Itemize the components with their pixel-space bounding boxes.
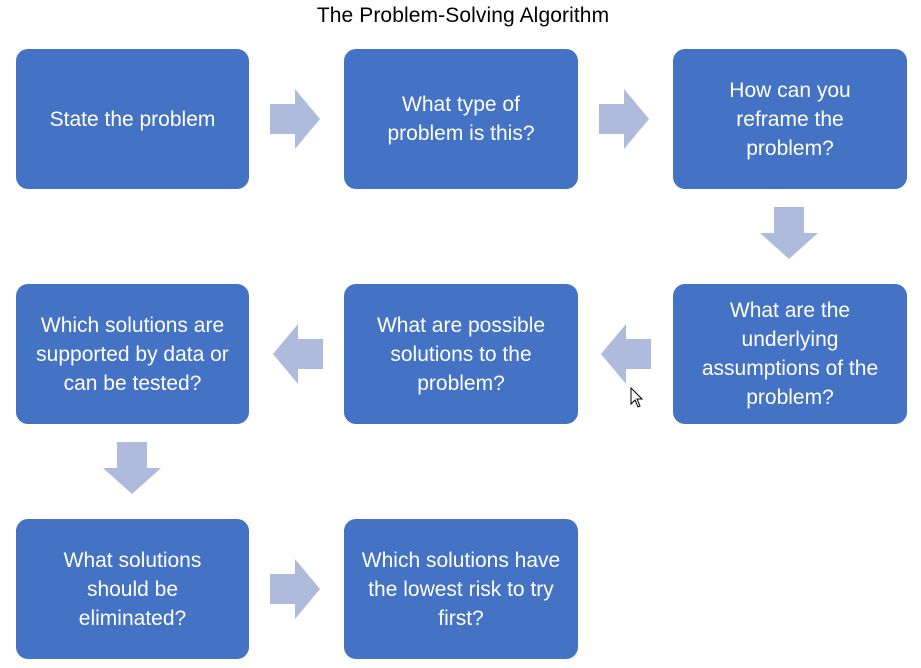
- left-arrow-icon: [601, 324, 651, 384]
- step-label: How can you reframe the problem?: [729, 78, 851, 160]
- step-label: What solutions should be eliminated?: [63, 548, 202, 630]
- step-box-assumptions[interactable]: What are the underlying assumptions of t…: [673, 284, 907, 424]
- left-arrow-icon: [273, 324, 323, 384]
- step-label: What are possible solutions to the probl…: [376, 313, 546, 395]
- right-arrow-icon: [599, 89, 649, 149]
- step-box-supported-solutions[interactable]: Which solutions are supported by data or…: [16, 284, 249, 424]
- step-label: What type of problem is this?: [387, 93, 535, 145]
- step-box-eliminated-solutions[interactable]: What solutions should be eliminated?: [16, 519, 249, 659]
- step-label: What are the underlying assumptions of t…: [701, 299, 879, 409]
- step-label: State the problem: [49, 107, 216, 131]
- diagram-title: The Problem-Solving Algorithm: [316, 4, 610, 27]
- down-arrow-icon: [103, 442, 161, 494]
- step-box-possible-solutions[interactable]: What are possible solutions to the probl…: [344, 284, 578, 424]
- step-label: Which solutions are supported by data or…: [36, 313, 229, 395]
- step-box-problem-type[interactable]: What type of problem is this?: [344, 49, 578, 189]
- step-label: Which solutions have the lowest risk to …: [361, 548, 561, 630]
- step-box-lowest-risk[interactable]: Which solutions have the lowest risk to …: [344, 519, 578, 659]
- down-arrow-icon: [760, 207, 818, 259]
- step-box-state-problem[interactable]: State the problem: [16, 49, 249, 189]
- right-arrow-icon: [270, 559, 320, 619]
- right-arrow-icon: [270, 89, 320, 149]
- step-box-reframe[interactable]: How can you reframe the problem?: [673, 49, 907, 189]
- mouse-cursor-icon: [630, 387, 644, 409]
